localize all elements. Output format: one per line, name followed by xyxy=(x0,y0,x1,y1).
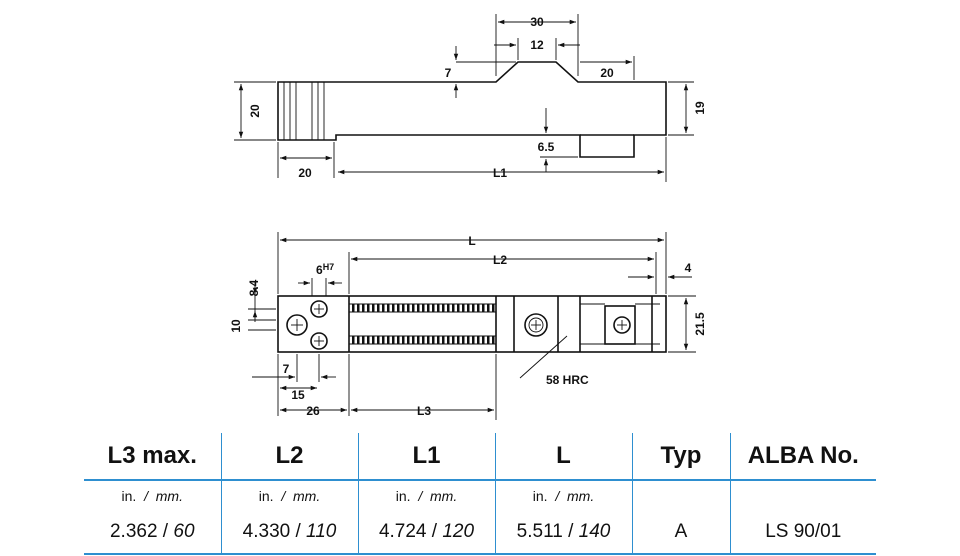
dim-4-label: 4 xyxy=(685,261,692,275)
dim-12-label: 12 xyxy=(530,38,544,52)
dim-20-top-label: 20 xyxy=(600,66,614,80)
units-row: in. / mm. in. / mm. in. / mm. in. / mm. xyxy=(84,480,876,511)
unit-cell: in. / mm. xyxy=(220,480,358,511)
dim-7-top-label: 7 xyxy=(283,362,290,376)
cell-l1: 4.724 / 120 xyxy=(357,511,495,555)
cell-l2: 4.330 / 110 xyxy=(220,511,358,555)
dim-L-label: L xyxy=(468,234,475,248)
cell-l3: 2.362 / 60 xyxy=(84,511,221,555)
dim-10-label: 10 xyxy=(229,319,243,333)
table-row: 2.362 / 60 4.330 / 110 4.724 / 120 5.511… xyxy=(84,511,876,555)
screw-icon xyxy=(524,313,548,337)
spec-table: L3 max. L2 L1 L Typ ALBA No. in. / mm. i… xyxy=(84,433,876,555)
dim-19-label: 19 xyxy=(693,101,707,115)
screw-icon xyxy=(613,316,631,334)
header-typ: Typ xyxy=(631,433,730,481)
unit-cell-empty xyxy=(631,480,730,511)
cell-alba-no: LS 90/01 xyxy=(729,511,876,555)
header-l2: L2 xyxy=(220,433,358,481)
dim-6-5-label: 6.5 xyxy=(538,140,555,154)
table-header-row: L3 max. L2 L1 L Typ ALBA No. xyxy=(84,433,876,481)
dim-20-bottom-label: 20 xyxy=(298,166,312,180)
dim-L3-label: L3 xyxy=(417,404,431,418)
header-l3-max: L3 max. xyxy=(84,433,221,481)
dim-8-4-label: 8.4 xyxy=(247,279,261,296)
unit-cell: in. / mm. xyxy=(121,488,183,504)
dim-L1-label: L1 xyxy=(493,166,507,180)
screw-icon xyxy=(286,314,308,336)
top-view: L L2 4 6H7 8.4 10 21.5 xyxy=(229,232,707,420)
rack-teeth xyxy=(352,304,495,344)
dim-26-label: 26 xyxy=(306,404,320,418)
unit-cell: in. / mm. xyxy=(494,480,632,511)
dim-21-5-label: 21.5 xyxy=(693,312,707,336)
hardness-note: 58 HRC xyxy=(546,373,589,387)
header-alba-no: ALBA No. xyxy=(729,433,876,481)
cell-typ: A xyxy=(631,511,730,555)
technical-drawing: 30 12 7 20 20 19 6.5 20 xyxy=(229,14,707,420)
dim-30-label: 30 xyxy=(530,15,544,29)
unit-cell: in. / mm. xyxy=(357,480,495,511)
dim-7-side-label: 7 xyxy=(445,66,452,80)
dim-15-label: 15 xyxy=(291,388,305,402)
header-l1: L1 xyxy=(357,433,495,481)
header-l: L xyxy=(494,433,632,481)
dim-L2-label: L2 xyxy=(493,253,507,267)
screw-icon xyxy=(310,332,328,350)
side-view: 30 12 7 20 20 19 6.5 20 xyxy=(234,14,707,182)
screw-icon xyxy=(310,300,328,318)
unit-cell-empty xyxy=(729,480,876,511)
dim-20-left-label: 20 xyxy=(248,104,262,118)
cell-l: 5.511 / 140 xyxy=(494,511,632,555)
dim-6h7-label: 6H7 xyxy=(316,262,334,277)
